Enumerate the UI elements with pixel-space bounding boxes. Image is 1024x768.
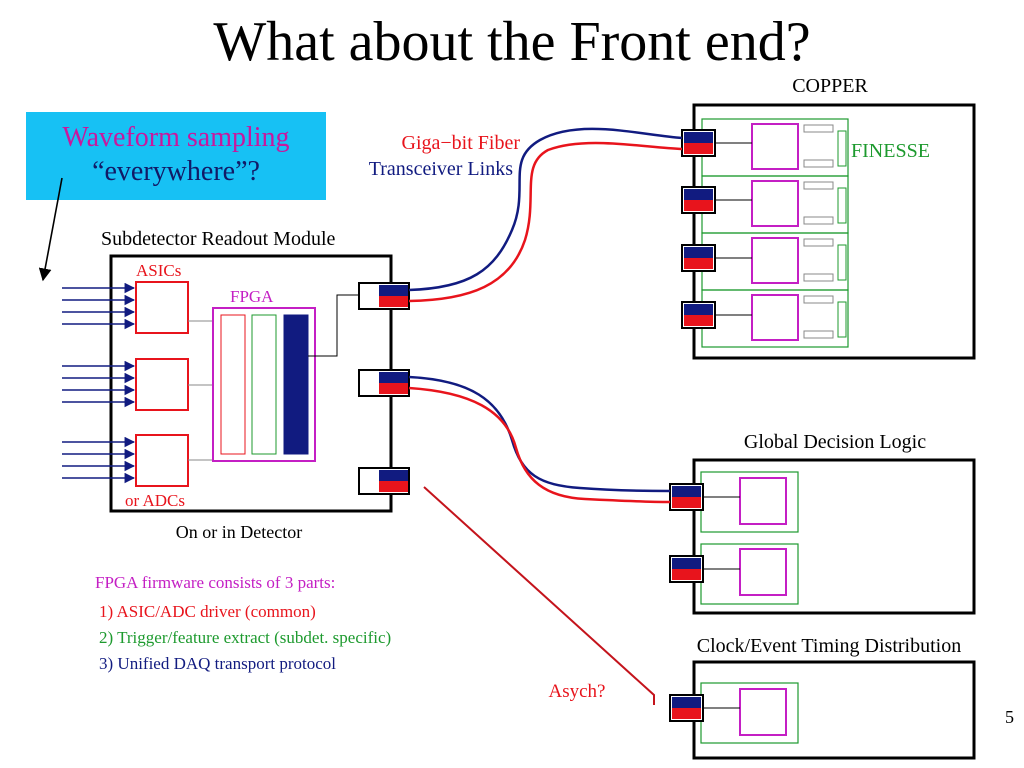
fiber-label: Giga−bit Fiber [402, 132, 521, 154]
firmware-item-1: 1) ASIC/ADC driver (common) [99, 602, 316, 621]
finesse-label: FINESSE [851, 140, 930, 162]
global-decision-label: Global Decision Logic [744, 431, 926, 453]
asic-chip-2 [135, 358, 189, 411]
fpga-label: FPGA [230, 287, 274, 306]
asic-chip-1 [135, 281, 189, 334]
fpga-asic-driver-block [220, 314, 246, 455]
fpga-daq-block [283, 314, 309, 455]
asic-fpga-links [188, 320, 214, 461]
page-number: 5 [1005, 707, 1014, 727]
finesse-slots [803, 124, 834, 339]
asic-input-arrows [62, 282, 136, 484]
asics-label: ASICs [136, 261, 181, 280]
transceiver-module-1 [358, 282, 410, 310]
or-adcs-label: or ADCs [125, 491, 185, 510]
copper-transceivers [681, 129, 752, 329]
asic-chip-3 [135, 434, 189, 487]
waveform-callout-box: Waveform sampling “everywhere”? [26, 112, 326, 200]
transceiver-module-3 [358, 467, 410, 495]
finesse-chips [751, 123, 799, 341]
firmware-item-3: 3) Unified DAQ transport protocol [99, 654, 336, 673]
readout-module-label: Subdetector Readout Module [101, 228, 336, 250]
fpga-trigger-block [251, 314, 277, 455]
slide-title: What about the Front end? [213, 11, 811, 73]
callout-pointer-arrow [38, 177, 63, 282]
fiber-cable-to-copper [408, 127, 683, 303]
clock-timing-label: Clock/Event Timing Distribution [697, 635, 961, 657]
callout-line-1: Waveform sampling [62, 122, 290, 153]
on-in-detector-label: On or in Detector [176, 522, 302, 542]
copper-box [692, 103, 976, 360]
global-decision-box [692, 458, 976, 615]
fpga-to-transceiver-link [308, 294, 360, 357]
asynch-link-line [423, 486, 655, 705]
transceiver-label: Transceiver Links [369, 158, 513, 180]
clock-timing-card [669, 682, 799, 744]
asych-label: Asych? [549, 681, 606, 702]
callout-line-2: “everywhere”? [92, 156, 260, 187]
transceiver-module-2 [358, 369, 410, 397]
firmware-item-2: 2) Trigger/feature extract (subdet. spec… [99, 628, 391, 647]
firmware-heading: FPGA firmware consists of 3 parts: [95, 573, 335, 592]
fiber-cable-to-global-decision [408, 375, 671, 504]
copper-label: COPPER [792, 75, 868, 97]
global-decision-cards [669, 471, 799, 605]
